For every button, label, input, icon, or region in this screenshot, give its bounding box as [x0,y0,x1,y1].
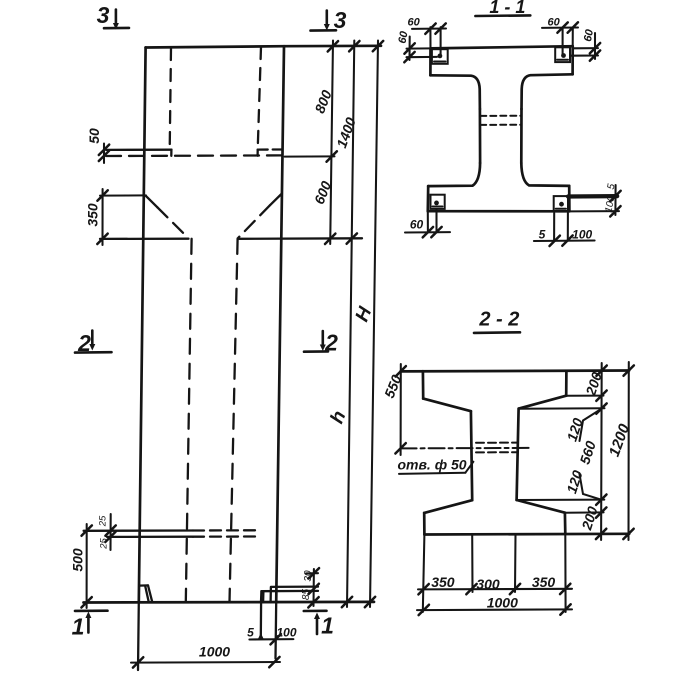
svg-text:120: 120 [563,468,586,495]
svg-text:100: 100 [572,228,592,242]
svg-text:30: 30 [303,570,314,582]
svg-text:300: 300 [476,576,500,592]
svg-text:200: 200 [578,504,601,532]
svg-text:85: 85 [301,589,312,601]
svg-text:60: 60 [582,28,596,43]
svg-text:5: 5 [539,228,546,242]
svg-text:350: 350 [532,574,556,590]
svg-text:5: 5 [247,626,254,640]
svg-text:1: 1 [72,614,85,640]
svg-text:1000: 1000 [199,644,230,660]
svg-text:отв. ф 50: отв. ф 50 [397,457,466,473]
svg-text:120: 120 [564,416,587,443]
svg-text:3: 3 [334,7,347,33]
svg-text:1000: 1000 [487,595,518,611]
svg-text:2: 2 [324,330,338,356]
svg-text:60: 60 [547,16,560,28]
svg-text:50: 50 [86,128,102,144]
svg-text:60: 60 [407,16,420,28]
svg-text:350: 350 [431,574,455,590]
svg-text:2 - 2: 2 - 2 [478,309,519,331]
svg-text:560: 560 [576,439,599,466]
svg-text:100: 100 [604,195,618,214]
svg-text:1: 1 [321,613,334,639]
svg-text:25: 25 [98,515,109,527]
svg-text:2: 2 [77,330,91,356]
svg-text:3: 3 [97,2,110,28]
svg-text:1 - 1: 1 - 1 [489,0,525,17]
svg-text:350: 350 [85,203,101,227]
svg-text:60: 60 [410,217,424,231]
svg-text:5: 5 [606,183,618,191]
svg-text:500: 500 [70,548,86,572]
svg-text:60: 60 [397,30,411,45]
svg-text:100: 100 [276,626,296,640]
svg-text:25: 25 [99,538,110,550]
svg-text:200: 200 [582,370,605,398]
